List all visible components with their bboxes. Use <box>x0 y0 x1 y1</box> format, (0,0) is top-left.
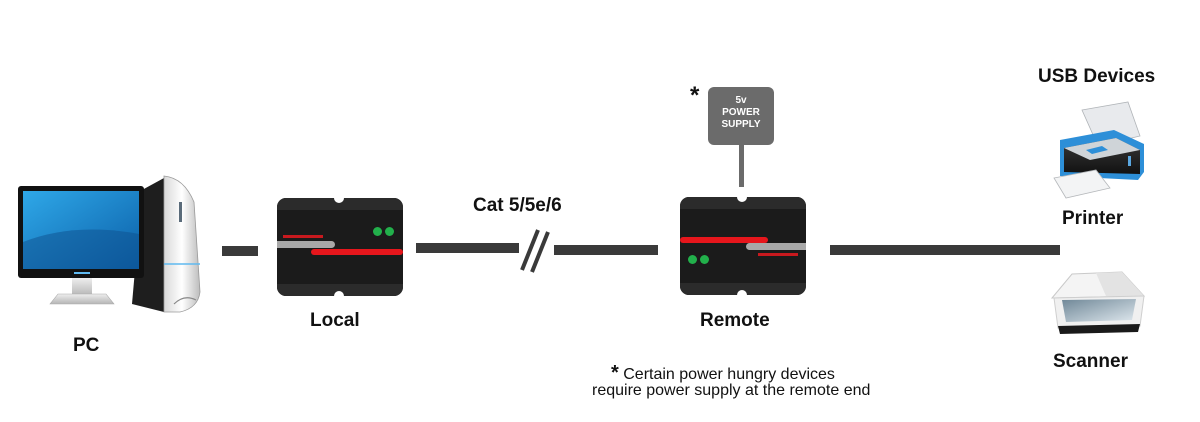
bottom-band <box>680 283 806 295</box>
mount-notch <box>334 291 344 296</box>
bottom-band <box>277 284 403 296</box>
mount-notch <box>334 198 344 203</box>
brand-print <box>758 253 798 256</box>
cable-remote-to-usb <box>830 245 1060 255</box>
power-supply-box: 5v POWER SUPPLY <box>708 87 774 145</box>
cable-segment-right <box>554 245 658 255</box>
top-band <box>277 198 403 210</box>
accent-strip <box>680 237 768 243</box>
usb-devices-heading: USB Devices <box>1038 66 1156 87</box>
status-led <box>700 255 709 264</box>
psu-voltage: 5v <box>735 95 747 106</box>
cable-label: Cat 5/5e/6 <box>473 195 562 216</box>
pc-icon <box>18 175 201 313</box>
pc-label: PC <box>73 335 100 356</box>
pc-node <box>14 172 214 317</box>
cable-pc-to-local <box>222 246 258 256</box>
brand-print <box>283 235 323 238</box>
status-led <box>688 255 697 264</box>
mount-notch <box>737 197 747 202</box>
psu-cable <box>739 145 744 187</box>
local-extender-unit <box>277 198 403 296</box>
scanner-icon <box>1050 271 1146 334</box>
top-band <box>680 197 806 209</box>
accent-strip <box>311 249 403 255</box>
footnote-line-1: * Certain power hungry devices <box>611 362 835 385</box>
footnote-asterisk: * <box>611 362 619 384</box>
status-led <box>373 227 382 236</box>
local-label: Local <box>310 310 360 331</box>
psu-asterisk: * <box>690 82 700 109</box>
psu-line3: SUPPLY <box>721 119 761 130</box>
remote-extender-unit <box>680 197 806 295</box>
port-strip <box>277 241 335 248</box>
printer-icon <box>1053 101 1144 199</box>
printer-label: Printer <box>1062 208 1124 229</box>
remote-label: Remote <box>700 310 770 331</box>
footnote-text-1: Certain power hungry devices <box>623 366 835 383</box>
psu-line2: POWER <box>722 107 760 118</box>
scanner-label: Scanner <box>1053 351 1128 372</box>
mount-notch <box>737 290 747 295</box>
status-led <box>385 227 394 236</box>
port-strip <box>746 243 806 250</box>
cable-segment-left <box>416 243 519 253</box>
cable-break-icon <box>520 229 550 273</box>
footnote-line-2: require power supply at the remote end <box>592 382 871 399</box>
